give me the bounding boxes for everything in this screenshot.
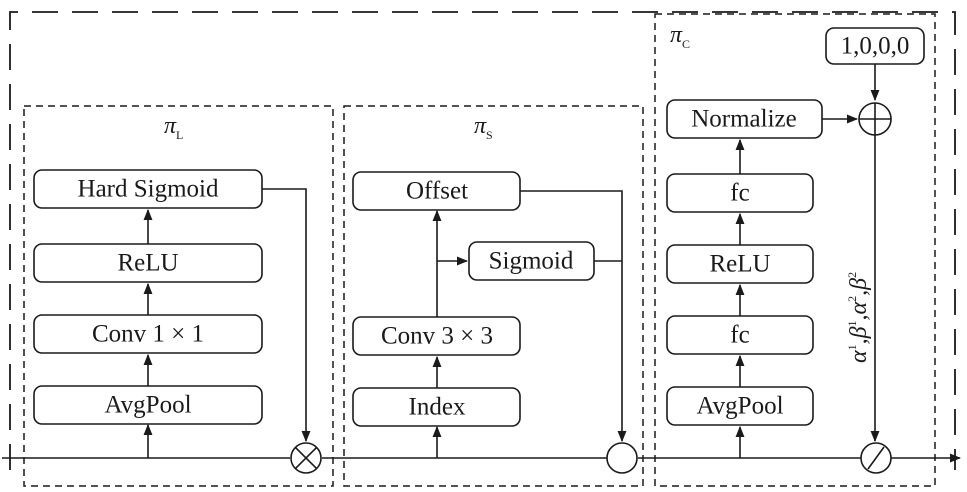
combine-node-icon xyxy=(860,442,892,474)
l-hard-sigmoid-label: Hard Sigmoid xyxy=(78,176,219,203)
c-init-label: 1,0,0,0 xyxy=(841,33,910,60)
svg-text:α1,β1,α2,β2: α1,β1,α2,β2 xyxy=(845,272,872,363)
s-index-label: Index xyxy=(409,394,466,421)
sampling-node-icon xyxy=(606,442,638,474)
c-avgpool-label: AvgPool xyxy=(696,393,783,420)
module-l-frame xyxy=(23,105,334,487)
multiply-node-icon xyxy=(290,442,322,474)
s-offset-label: Offset xyxy=(406,178,468,205)
l-avgpool-label: AvgPool xyxy=(104,392,191,419)
s-conv-label: Conv 3 × 3 xyxy=(381,323,493,350)
c-fc-bottom-label: fc xyxy=(730,322,749,349)
l-relu-label: ReLU xyxy=(117,250,178,277)
module-s-frame xyxy=(343,105,644,487)
s-sigmoid-label: Sigmoid xyxy=(489,248,574,275)
module-c-title: πC xyxy=(670,22,690,51)
coefficient-label: α1,β1,α2,β2 xyxy=(845,272,872,363)
outer-dashed-frame xyxy=(9,11,956,470)
l-gate-arrow xyxy=(262,188,311,443)
l-conv-label: Conv 1 × 1 xyxy=(92,321,204,348)
module-l-title: πL xyxy=(164,113,183,142)
s-offset-out-arrow xyxy=(520,190,627,443)
add-node-icon xyxy=(858,102,892,136)
c-relu-label: ReLU xyxy=(709,251,770,278)
module-s-title: πS xyxy=(474,113,493,142)
c-normalize-label: Normalize xyxy=(691,106,797,133)
c-fc-top-label: fc xyxy=(730,180,749,207)
module-c-frame xyxy=(654,13,936,487)
